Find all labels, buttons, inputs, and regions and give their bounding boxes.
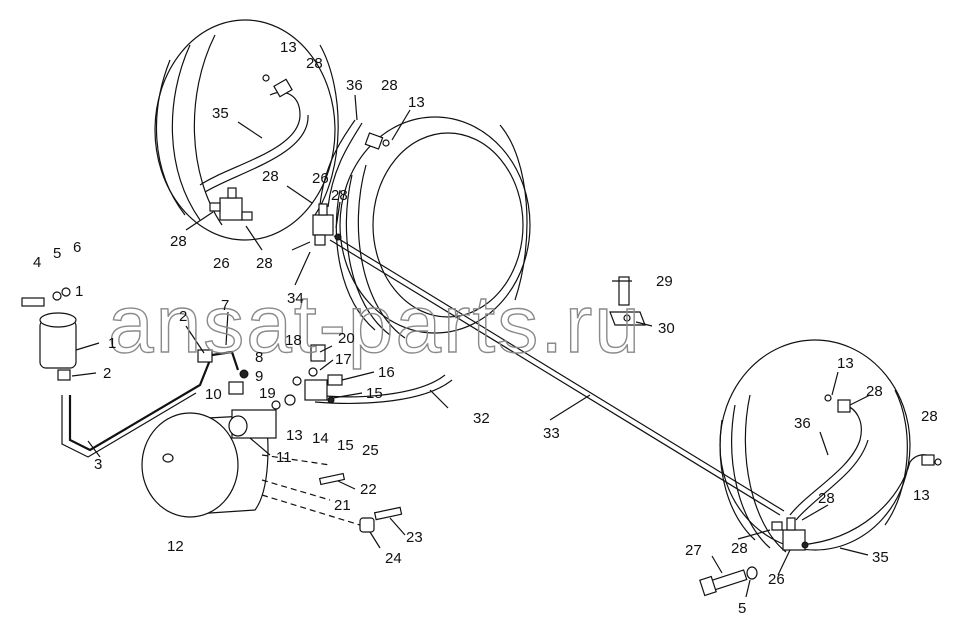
hoses <box>61 91 933 546</box>
callout: 36 <box>794 415 811 432</box>
callout: 5 <box>738 600 746 617</box>
callout: 28 <box>262 168 279 185</box>
callout: 13 <box>408 94 425 111</box>
callout: 36 <box>346 77 363 94</box>
callout: 23 <box>406 529 423 546</box>
callout: 28 <box>256 255 273 272</box>
callout: 28 <box>381 77 398 94</box>
callout: 2 <box>103 365 111 382</box>
callout: 19 <box>259 385 276 402</box>
callout: 13 <box>913 487 930 504</box>
callout: 9 <box>255 368 263 385</box>
callout: 16 <box>378 364 395 381</box>
callout: 28 <box>921 408 938 425</box>
callout: 29 <box>656 273 673 290</box>
callout: 3 <box>94 456 102 473</box>
callout: 20 <box>338 330 355 347</box>
callout: 4 <box>33 254 41 271</box>
callout: 7 <box>221 297 229 314</box>
callout: 28 <box>866 383 883 400</box>
callout: 17 <box>335 351 352 368</box>
callout: 12 <box>167 538 184 555</box>
callout: 35 <box>212 105 229 122</box>
callout: 27 <box>685 542 702 559</box>
air-spring-center <box>335 116 531 339</box>
watermark-text: ansat-parts.ru <box>108 279 642 370</box>
callout: 35 <box>872 549 889 566</box>
leader-lines <box>71 94 871 598</box>
callout: 28 <box>306 55 323 72</box>
callout: 26 <box>213 255 230 272</box>
callout: 13 <box>280 39 297 56</box>
callout: 28 <box>170 233 187 250</box>
air-spring-right <box>719 339 911 553</box>
callout: 18 <box>285 332 302 349</box>
callout: 10 <box>205 386 222 403</box>
callout: 15 <box>337 437 354 454</box>
callout: 6 <box>73 239 81 256</box>
callout: 8 <box>255 349 263 366</box>
callout-labels: 13 28 35 36 28 13 28 26 28 28 26 28 4 5 … <box>33 39 938 617</box>
callout: 15 <box>366 385 383 402</box>
callout: 1 <box>75 283 83 300</box>
callout: 13 <box>286 427 303 444</box>
fittings <box>197 74 942 551</box>
callout: 25 <box>362 442 379 459</box>
callout: 26 <box>312 170 329 187</box>
callout: 14 <box>312 430 329 447</box>
callout: 28 <box>818 490 835 507</box>
callout: 2 <box>179 308 187 325</box>
callout: 13 <box>837 355 854 372</box>
bolt-27 <box>699 566 758 597</box>
callout: 32 <box>473 410 490 427</box>
callout: 24 <box>385 550 402 567</box>
callout: 28 <box>731 540 748 557</box>
callout: 34 <box>287 290 304 307</box>
callout: 30 <box>658 320 675 337</box>
callout: 11 <box>276 449 292 466</box>
callout: 21 <box>334 497 351 514</box>
compressor-12 <box>141 409 403 533</box>
air-spring-upper-left <box>154 19 339 241</box>
filter-assembly <box>21 287 77 381</box>
callout: 22 <box>360 481 377 498</box>
callout: 33 <box>543 425 560 442</box>
callout: 28 <box>331 187 348 204</box>
callout: 1 <box>108 335 116 352</box>
callout: 5 <box>53 245 61 262</box>
callout: 26 <box>768 571 785 588</box>
